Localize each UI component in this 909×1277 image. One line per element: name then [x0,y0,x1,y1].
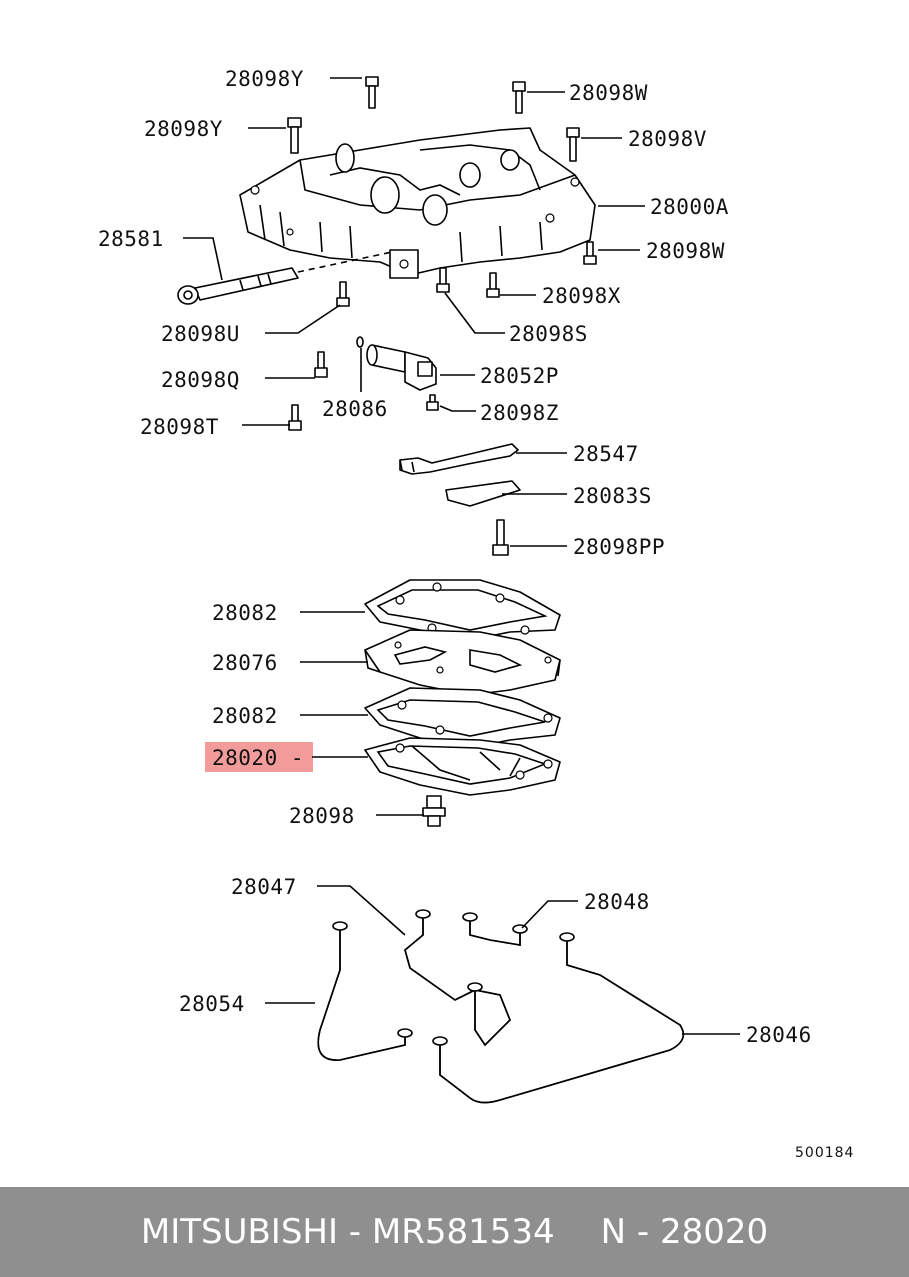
bolt-28098 [422,795,446,827]
parts-diagram: 28098Y 28098W 28098Y 28098V 28000A 28581… [98,67,854,1161]
bolt-28098v [566,127,580,162]
label-28083s: 28083S [573,484,652,508]
footer-bar: MITSUBISHI - MR581534 N - 28020 [0,1187,909,1277]
label-28046: 28046 [746,1023,812,1047]
bolt-28098y-left [287,117,302,154]
label-28098v: 28098V [628,127,707,151]
gasket-28020 [364,737,561,796]
bolt-28098t [288,404,302,431]
solenoid-28052p [366,344,437,391]
pipe-28047 [404,909,511,1047]
gasket-28082-lower [364,687,561,749]
label-28547: 28547 [573,442,639,466]
label-28020: 28020 - [212,746,304,770]
label-28000a: 28000A [650,195,729,219]
valve-body-assembly [239,127,596,279]
bolt-28098s [436,267,450,293]
label-28054: 28054 [179,992,245,1016]
bolt-28098w-right [583,241,597,265]
bolt-28098x [486,272,500,298]
footer-brand: MITSUBISHI - MR581534 [140,1212,555,1252]
label-28076: 28076 [212,651,278,675]
label-28098x: 28098X [542,284,621,308]
bolt-28098y-top [365,76,379,109]
label-28048: 28048 [584,890,650,914]
label-28047: 28047 [231,875,297,899]
label-28098w-top: 28098W [569,81,648,105]
bolt-28098u [336,281,350,307]
plate-28083s [445,480,521,507]
label-28098s: 28098S [509,322,588,346]
label-28082-top: 28082 [212,601,278,625]
label-28098t: 28098T [140,415,219,439]
label-28098pp: 28098PP [573,535,665,559]
label-28052p: 28052P [480,364,559,388]
label-28581: 28581 [98,227,164,251]
leader-lines [183,77,740,1035]
footer-part-number: N - 28020 [600,1212,769,1252]
label-28098w-right: 28098W [646,239,725,263]
separator-plate-28076 [364,629,561,696]
diagram-code: 500184 [795,1145,854,1161]
label-28098u: 28098U [161,322,240,346]
bolt-28098z [426,394,439,411]
callout-labels: 28098Y 28098W 28098Y 28098V 28000A 28581… [98,67,854,1161]
label-28098q: 28098Q [161,368,240,392]
pin-28581 [177,251,393,305]
part-highlight [205,742,313,772]
pipe-28046 [432,932,685,1104]
label-28098z: 28098Z [480,401,559,425]
bolt-28098q [314,351,328,378]
label-28082-lower: 28082 [212,704,278,728]
bolt-28098w-top [512,81,526,114]
o-ring-28086 [356,336,364,348]
bolt-28098pp [492,519,509,556]
plate-28547 [399,443,519,475]
label-28098y-top: 28098Y [225,67,304,91]
pipe-28054 [317,921,413,1061]
pipe-28048 [462,912,528,946]
label-28086: 28086 [322,397,388,421]
label-28098y-left: 28098Y [144,117,223,141]
label-28098: 28098 [289,804,355,828]
gasket-28082-top [364,579,561,641]
